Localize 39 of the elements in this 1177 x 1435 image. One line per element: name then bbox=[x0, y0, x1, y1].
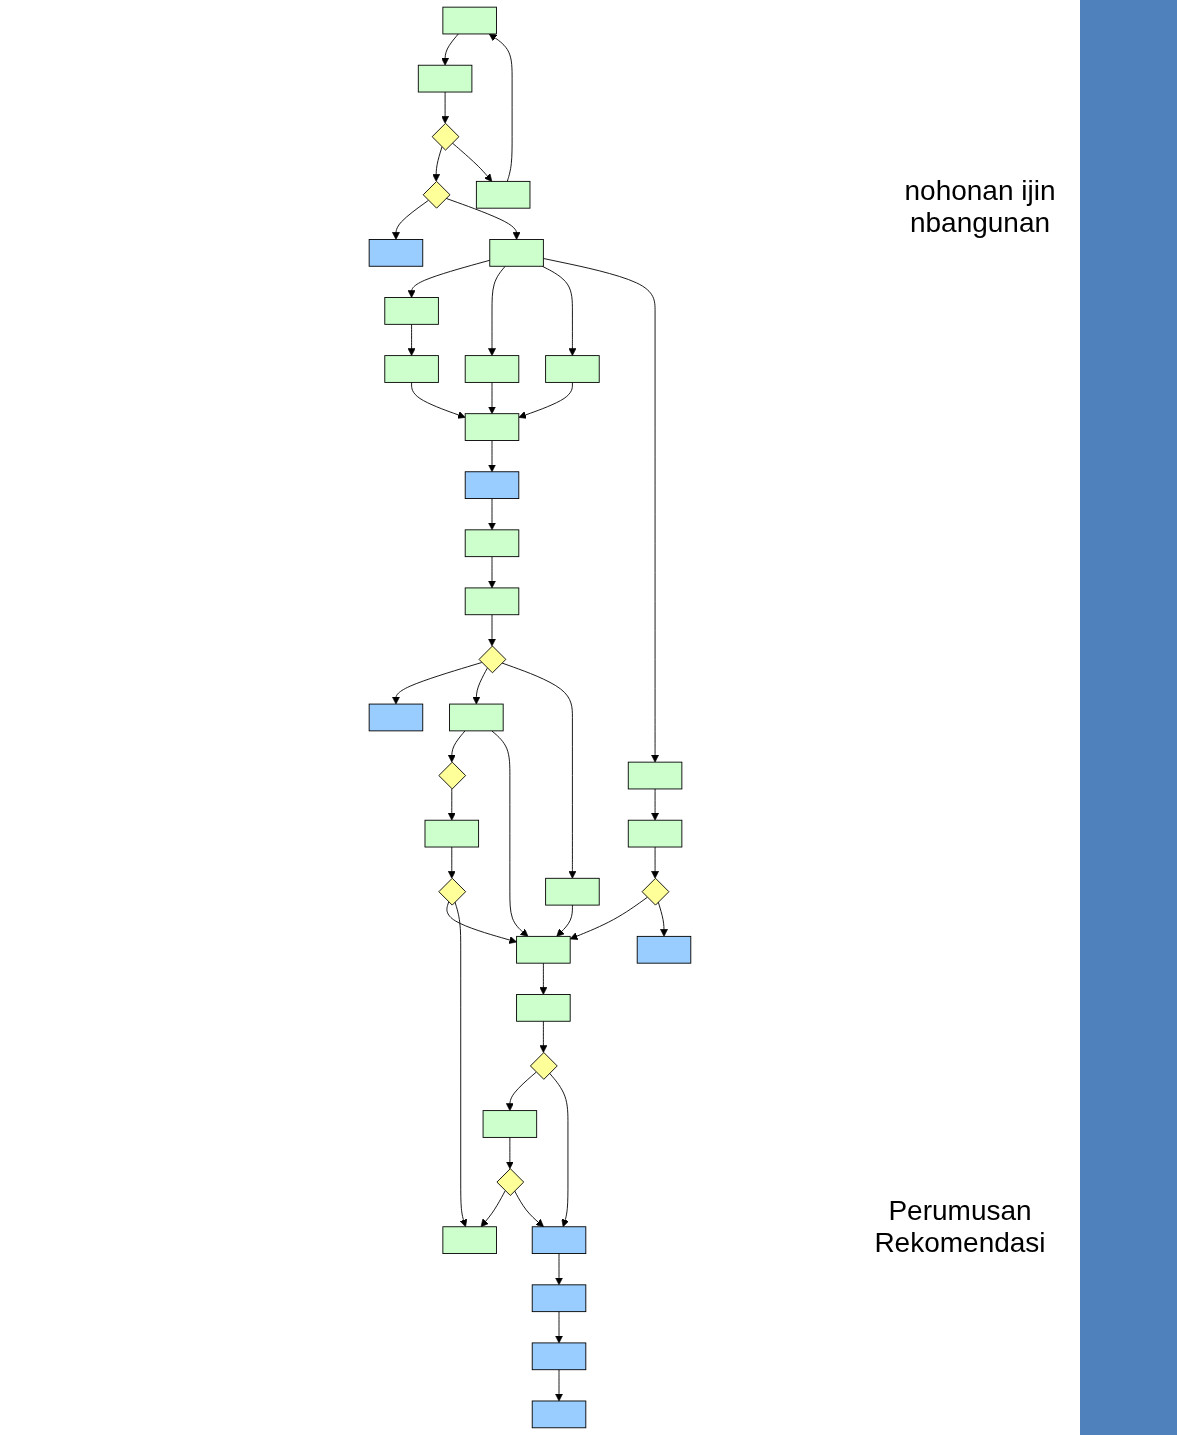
node-box bbox=[384, 355, 439, 383]
note-text: Perumusan Rekomendasi bbox=[873, 1195, 1047, 1259]
node-diamond bbox=[438, 877, 467, 906]
node-box bbox=[531, 1342, 587, 1371]
node-box bbox=[464, 355, 520, 383]
node-diamond bbox=[431, 122, 460, 151]
side-bar bbox=[1080, 0, 1177, 1435]
node-box bbox=[489, 239, 544, 267]
note-text: nohonan ijin nbangunan bbox=[903, 175, 1057, 239]
node-diamond bbox=[478, 645, 507, 674]
node-diamond bbox=[438, 761, 467, 790]
node-box bbox=[636, 935, 692, 964]
node-box bbox=[449, 703, 504, 732]
node-box bbox=[516, 935, 571, 964]
node-box bbox=[368, 239, 424, 267]
node-box bbox=[384, 297, 439, 325]
node-box bbox=[442, 1226, 497, 1255]
node-box bbox=[464, 413, 520, 441]
node-diamond bbox=[496, 1168, 525, 1196]
node-box bbox=[464, 529, 520, 558]
node-box bbox=[627, 819, 683, 848]
node-box bbox=[531, 1284, 587, 1313]
node-box bbox=[531, 1226, 587, 1255]
node-box bbox=[531, 1400, 587, 1429]
node-diamond bbox=[422, 180, 451, 209]
node-box bbox=[424, 819, 480, 848]
node-box bbox=[545, 355, 600, 383]
node-box bbox=[516, 994, 571, 1022]
node-box bbox=[442, 6, 497, 35]
node-box bbox=[475, 180, 531, 209]
node-box bbox=[464, 471, 520, 500]
node-box bbox=[627, 761, 683, 790]
node-diamond bbox=[530, 1052, 558, 1080]
node-box bbox=[368, 703, 424, 732]
node-diamond bbox=[641, 877, 670, 906]
node-box bbox=[417, 64, 473, 93]
node-box bbox=[545, 877, 600, 906]
node-box bbox=[482, 1110, 538, 1138]
node-box bbox=[464, 587, 520, 616]
